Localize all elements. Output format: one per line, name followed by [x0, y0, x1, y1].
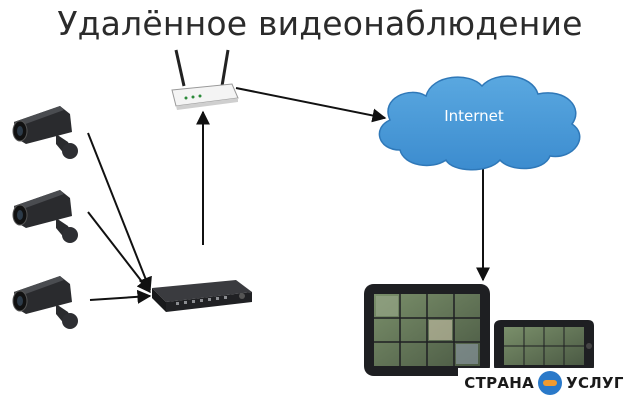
smartphone-icon [494, 320, 594, 372]
cloud-icon [378, 75, 581, 171]
camera-icon [12, 190, 78, 243]
camera-icon [12, 276, 78, 329]
brand-left-text: СТРАНА [464, 374, 535, 392]
cloud-label: Internet [444, 107, 504, 125]
dvr-icon [152, 280, 252, 312]
tablet-icon [364, 284, 490, 376]
camera-icon [12, 106, 78, 159]
brand-right-text: УСЛУГ [566, 374, 624, 392]
router-icon [171, 49, 239, 110]
brand-logo: СТРАНА УСЛУГ [458, 368, 630, 398]
arrow-camera2-dvr [87, 211, 151, 294]
arrow-camera1-dvr [87, 132, 152, 292]
handshake-icon [538, 371, 563, 395]
page-title: Удалённое видеонаблюдение [57, 4, 583, 43]
arrow-router-cloud [235, 87, 387, 123]
connections [87, 87, 490, 304]
arrow-camera3-dvr [89, 289, 152, 304]
